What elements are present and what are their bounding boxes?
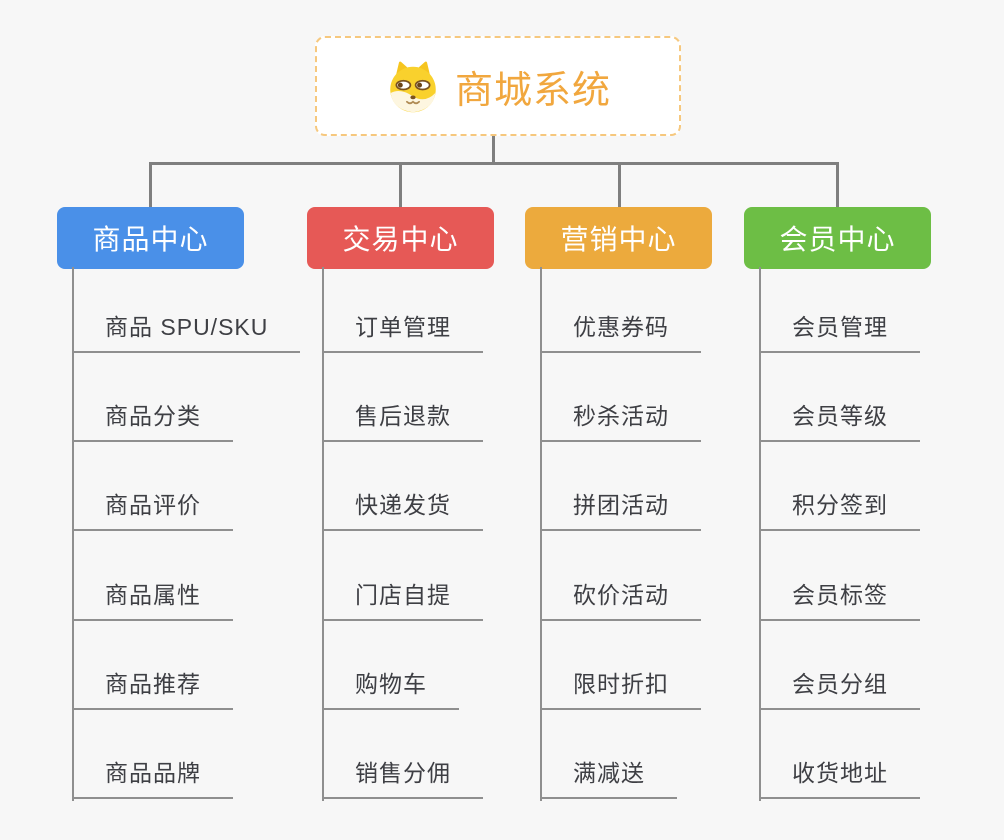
leaf-node[interactable]: 门店自提 (322, 577, 483, 621)
leaf-node[interactable]: 限时折扣 (540, 666, 701, 710)
leaf-node[interactable]: 商品推荐 (72, 666, 233, 710)
leaf-node[interactable]: 商品 SPU/SKU (72, 309, 301, 353)
root-node[interactable]: 商城系统 (315, 36, 681, 136)
branch-vertical-line (322, 267, 324, 801)
leaf-node[interactable]: 快递发货 (322, 487, 483, 531)
leaf-node[interactable]: 订单管理 (322, 309, 483, 353)
connector-root-stem (492, 134, 495, 164)
branch-label: 营销中心 (560, 224, 677, 255)
leaf-node[interactable]: 满减送 (540, 755, 677, 799)
shiba-dog-icon (390, 61, 436, 113)
leaf-node[interactable]: 商品品牌 (72, 755, 233, 799)
branch-vertical-line (759, 267, 761, 801)
leaf-node[interactable]: 商品属性 (72, 577, 233, 621)
connector-drop (836, 162, 839, 209)
branch-node[interactable]: 会员中心 (744, 207, 931, 269)
branch-node[interactable]: 营销中心 (525, 207, 712, 269)
leaf-node[interactable]: 收货地址 (759, 755, 920, 799)
leaf-node[interactable]: 商品分类 (72, 398, 233, 442)
leaf-node[interactable]: 销售分佣 (322, 755, 483, 799)
leaf-node[interactable]: 拼团活动 (540, 487, 701, 531)
leaf-node[interactable]: 会员标签 (759, 577, 920, 621)
leaf-node[interactable]: 会员等级 (759, 398, 920, 442)
connector-drop (399, 162, 402, 209)
leaf-node[interactable]: 秒杀活动 (540, 398, 701, 442)
branch-node[interactable]: 商品中心 (57, 207, 244, 269)
branch-vertical-line (540, 267, 542, 801)
leaf-node[interactable]: 商品评价 (72, 487, 233, 531)
branch-label: 商品中心 (92, 224, 209, 255)
leaf-node[interactable]: 积分签到 (759, 487, 920, 531)
connector-horizontal-bus (149, 162, 839, 165)
branch-node[interactable]: 交易中心 (307, 207, 494, 269)
root-title: 商城系统 (454, 69, 611, 112)
connector-drop (618, 162, 621, 209)
leaf-node[interactable]: 会员管理 (759, 309, 920, 353)
branch-label: 会员中心 (779, 224, 896, 255)
leaf-node[interactable]: 优惠券码 (540, 309, 701, 353)
leaf-node[interactable]: 会员分组 (759, 666, 920, 710)
branch-vertical-line (72, 267, 74, 801)
connector-drop (149, 162, 152, 209)
leaf-node[interactable]: 售后退款 (322, 398, 483, 442)
leaf-node[interactable]: 砍价活动 (540, 577, 701, 621)
branch-label: 交易中心 (342, 224, 459, 255)
leaf-node[interactable]: 购物车 (322, 666, 459, 710)
